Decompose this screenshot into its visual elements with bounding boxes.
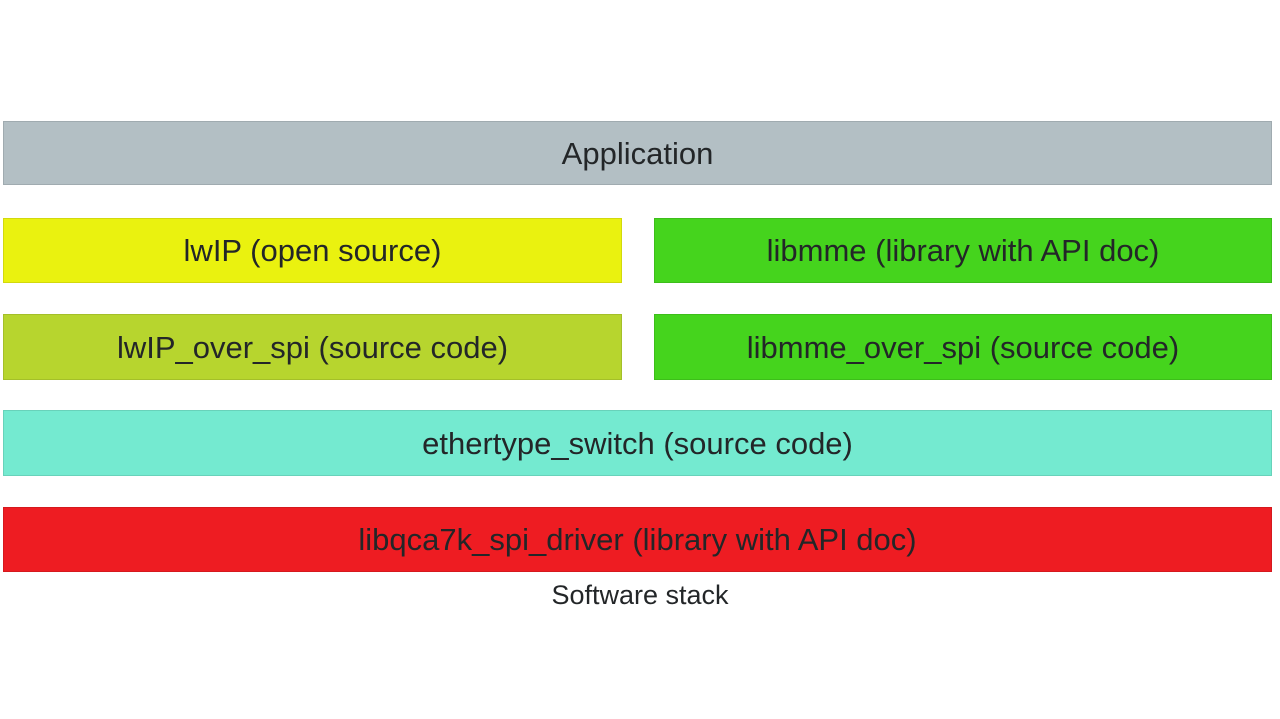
layer-libmme: libmme (library with API doc)	[654, 218, 1272, 283]
layer-libmme-label: libmme (library with API doc)	[766, 233, 1160, 268]
layer-libqca7k-spi-driver-label: libqca7k_spi_driver (library with API do…	[358, 522, 917, 557]
diagram-caption: Software stack	[551, 580, 729, 610]
layer-lwip: lwIP (open source)	[3, 218, 622, 283]
layer-libqca7k-spi-driver: libqca7k_spi_driver (library with API do…	[3, 507, 1272, 572]
layer-libmme-over-spi: libmme_over_spi (source code)	[654, 314, 1272, 380]
layer-lwip-over-spi: lwIP_over_spi (source code)	[3, 314, 622, 380]
layer-ethertype-switch-label: ethertype_switch (source code)	[422, 425, 853, 461]
layer-lwip-label: lwIP (open source)	[183, 233, 442, 268]
layer-application-label: Application	[561, 135, 714, 171]
layer-libmme-over-spi-label: libmme_over_spi (source code)	[746, 329, 1180, 365]
layer-ethertype-switch: ethertype_switch (source code)	[3, 410, 1272, 476]
layer-application: Application	[3, 121, 1272, 185]
layer-lwip-over-spi-label: lwIP_over_spi (source code)	[116, 329, 509, 365]
